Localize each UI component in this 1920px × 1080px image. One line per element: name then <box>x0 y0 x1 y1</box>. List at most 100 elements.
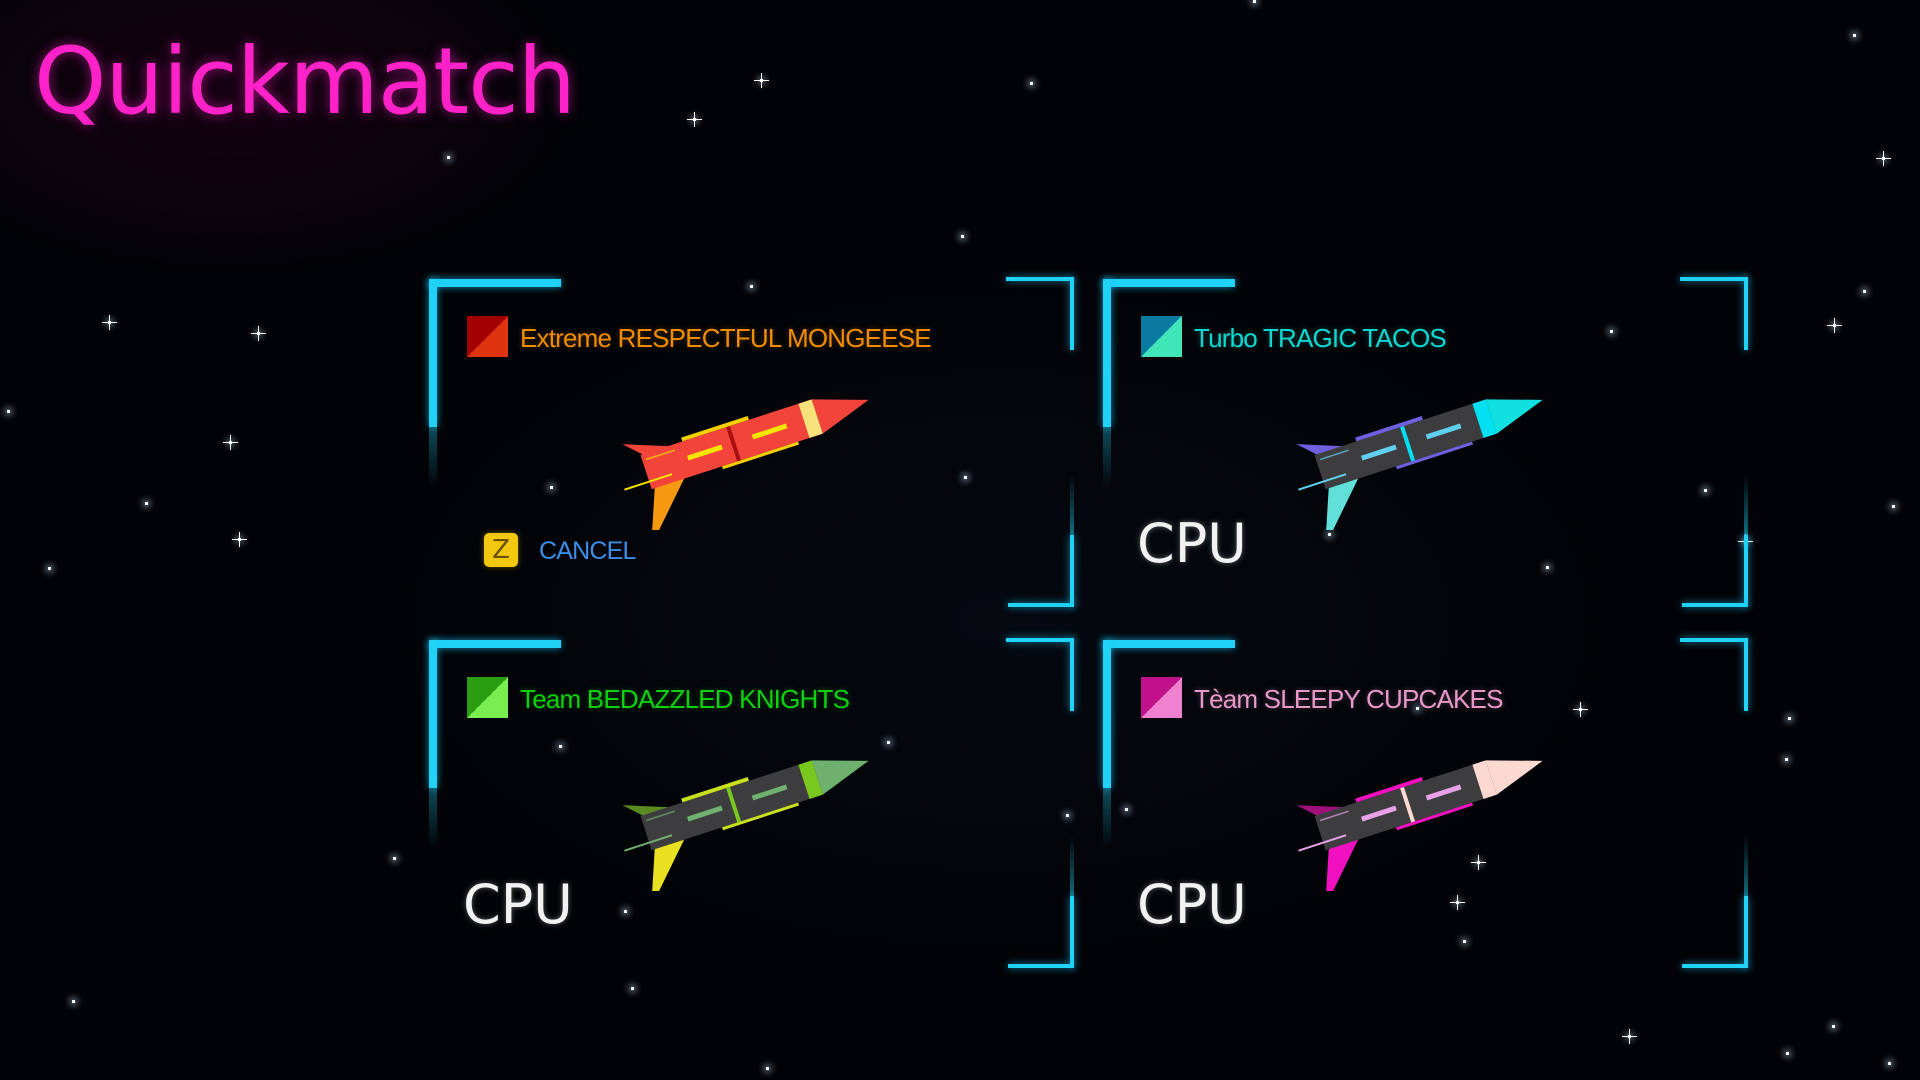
frame-corner-top-left <box>1103 640 1111 788</box>
star-icon <box>1876 151 1891 166</box>
star-icon <box>1253 0 1256 3</box>
team-color-swatch <box>467 316 508 357</box>
star-icon <box>447 156 450 159</box>
star-icon <box>223 435 238 450</box>
star-icon <box>393 857 396 860</box>
frame-corner-top-left <box>429 640 437 788</box>
player-type-label: CPU <box>1137 512 1247 575</box>
star-icon <box>1892 505 1895 508</box>
team-color-swatch <box>467 677 508 718</box>
frame-edge-fade <box>1744 836 1748 896</box>
team-rocket <box>1279 350 1559 547</box>
star-icon <box>145 502 148 505</box>
team-color-swatch <box>1141 316 1182 357</box>
star-icon <box>1416 707 1419 710</box>
star-icon <box>1863 290 1866 293</box>
star-icon <box>559 745 562 748</box>
star-icon <box>687 112 702 127</box>
star-icon <box>754 73 769 88</box>
frame-corner-bottom-right <box>1070 896 1074 968</box>
star-icon <box>766 1067 769 1070</box>
frame-corner-bottom-right <box>1008 964 1074 968</box>
frame-edge-fade <box>1744 475 1748 535</box>
team-name: Team BEDAZZLED KNIGHTS <box>520 684 850 714</box>
star-icon <box>1888 1062 1891 1065</box>
frame-corner-top-right <box>1744 638 1748 711</box>
player-slot-1[interactable]: Extreme RESPECTFUL MONGEESE Z CANCEL <box>429 277 1075 609</box>
star-icon <box>1785 758 1788 761</box>
frame-corner-top-left <box>1103 279 1235 287</box>
frame-edge-fade <box>1070 836 1074 896</box>
star-icon <box>964 476 967 479</box>
frame-edge-fade <box>429 788 437 848</box>
frame-corner-top-right <box>1744 277 1748 350</box>
star-icon <box>550 486 553 489</box>
frame-corner-bottom-right <box>1744 896 1748 968</box>
star-icon <box>102 315 117 330</box>
team-color-swatch <box>1141 677 1182 718</box>
star-icon <box>750 285 753 288</box>
star-icon <box>1328 533 1331 536</box>
frame-corner-bottom-right <box>1744 535 1748 607</box>
star-icon <box>1573 702 1588 717</box>
star-icon <box>1832 1025 1835 1028</box>
frame-corner-top-right <box>1680 638 1748 642</box>
star-icon <box>1786 1052 1789 1055</box>
star-icon <box>1622 1029 1637 1044</box>
rocket-icon <box>622 399 869 547</box>
z-key-icon: Z <box>484 533 518 567</box>
frame-corner-bottom-right <box>1682 964 1748 968</box>
team-name: Tèam SLEEPY CUPCAKES <box>1194 684 1503 714</box>
player-type-label: CPU <box>1137 873 1247 936</box>
star-icon <box>1546 566 1549 569</box>
frame-corner-top-right <box>1070 277 1074 350</box>
team-rocket <box>605 350 885 547</box>
page-title: Quickmatch <box>34 28 576 135</box>
team-name: Extreme RESPECTFUL MONGEESE <box>520 323 932 353</box>
team-name: Turbo TRAGIC TACOS <box>1194 323 1447 353</box>
star-icon <box>48 567 51 570</box>
frame-edge-fade <box>1070 475 1074 535</box>
star-icon <box>7 410 10 413</box>
star-icon <box>1827 318 1842 333</box>
star-icon <box>1463 940 1466 943</box>
frame-edge-fade <box>1103 427 1111 487</box>
star-icon <box>887 741 890 744</box>
star-icon <box>72 1000 75 1003</box>
star-icon <box>961 235 964 238</box>
cancel-button[interactable]: CANCEL <box>539 537 636 565</box>
frame-corner-top-right <box>1680 277 1748 281</box>
player-slot-4[interactable]: Tèam SLEEPY CUPCAKES CPU <box>1103 638 1749 970</box>
frame-corner-top-right <box>1070 638 1074 711</box>
frame-corner-top-left <box>1103 640 1235 648</box>
star-icon <box>1450 895 1465 910</box>
frame-corner-bottom-right <box>1070 535 1074 607</box>
star-icon <box>1853 34 1856 37</box>
team-rocket <box>605 711 885 908</box>
star-icon <box>1610 330 1613 333</box>
star-icon <box>1066 814 1069 817</box>
rocket-icon <box>622 760 869 908</box>
star-icon <box>232 532 247 547</box>
star-icon <box>624 910 627 913</box>
frame-corner-top-left <box>429 279 561 287</box>
frame-corner-top-right <box>1006 638 1074 642</box>
team-rocket <box>1279 711 1559 908</box>
star-icon <box>1030 82 1033 85</box>
star-icon <box>1704 489 1707 492</box>
frame-corner-top-left <box>1103 279 1111 427</box>
frame-corner-top-right <box>1006 277 1074 281</box>
star-icon <box>1471 855 1486 870</box>
star-icon <box>631 987 634 990</box>
rocket-icon <box>1296 399 1543 547</box>
frame-edge-fade <box>429 427 437 487</box>
player-type-label: CPU <box>463 873 573 936</box>
frame-corner-top-left <box>429 279 437 427</box>
star-icon <box>1788 717 1791 720</box>
frame-corner-bottom-right <box>1008 603 1074 607</box>
frame-edge-fade <box>1103 788 1111 848</box>
player-slot-3[interactable]: Team BEDAZZLED KNIGHTS CPU <box>429 638 1075 970</box>
rocket-icon <box>1296 760 1543 908</box>
player-slot-2[interactable]: Turbo TRAGIC TACOS CPU <box>1103 277 1749 609</box>
